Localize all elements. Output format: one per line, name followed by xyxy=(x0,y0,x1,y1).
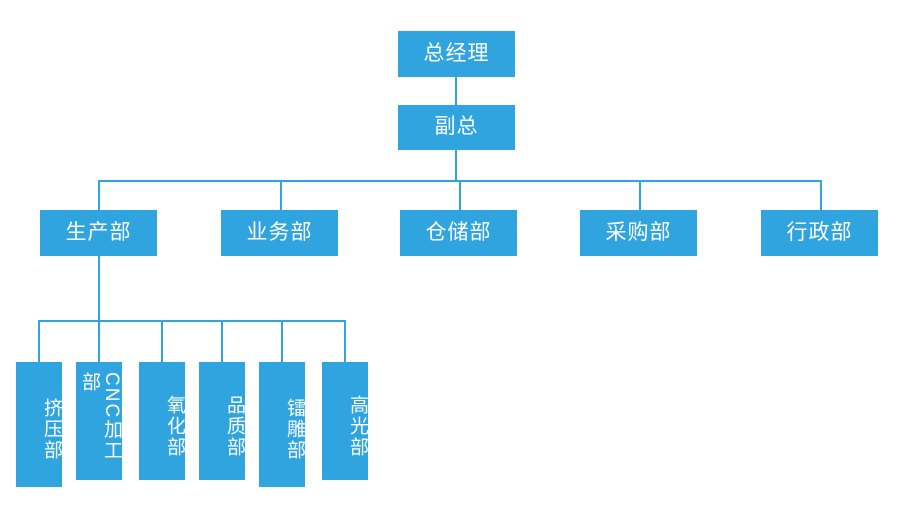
connector-root-to-deputy xyxy=(455,77,457,105)
connector-drop-business xyxy=(280,180,282,210)
connector-drop-extrusion xyxy=(38,320,40,362)
connector-drop-laser xyxy=(281,320,283,362)
node-warehouse-department-label: 仓储部 xyxy=(425,220,492,244)
connector-drop-administration xyxy=(820,180,822,210)
node-extrusion-department[interactable]: 挤压部 xyxy=(16,362,62,487)
node-general-manager[interactable]: 总经理 xyxy=(398,31,515,77)
node-polishing-department[interactable]: 高光部 xyxy=(322,362,368,480)
node-anodizing-department[interactable]: 氧化部 xyxy=(139,362,185,480)
node-purchasing-department[interactable]: 采购部 xyxy=(580,210,697,256)
node-business-department[interactable]: 业务部 xyxy=(221,210,338,256)
connector-production-dropline xyxy=(98,256,100,320)
node-polishing-department-label: 高光部 xyxy=(347,394,368,458)
node-warehouse-department[interactable]: 仓储部 xyxy=(400,210,517,256)
connector-drop-polishing xyxy=(344,320,346,362)
node-anodizing-department-label: 氧化部 xyxy=(164,394,185,458)
node-quality-department[interactable]: 品质部 xyxy=(199,362,245,480)
node-production-department[interactable]: 生产部 xyxy=(40,210,157,256)
connector-drop-cnc xyxy=(98,320,100,362)
node-purchasing-department-label: 采购部 xyxy=(605,220,672,244)
connector-drop-warehouse xyxy=(459,180,461,210)
node-administration-department-label: 行政部 xyxy=(786,220,853,244)
connector-drop-quality xyxy=(221,320,223,362)
node-business-department-label: 业务部 xyxy=(246,220,313,244)
node-vice-president-label: 副总 xyxy=(434,115,479,139)
node-laser-engraving-department[interactable]: 镭雕部 xyxy=(259,362,305,487)
connector-production-unit-bus xyxy=(38,320,345,322)
node-cnc-machining-department-label: CNC加工部 xyxy=(79,372,122,462)
node-administration-department[interactable]: 行政部 xyxy=(761,210,878,256)
connector-drop-purchasing xyxy=(639,180,641,210)
node-production-department-label: 生产部 xyxy=(65,220,132,244)
node-general-manager-label: 总经理 xyxy=(423,41,490,65)
node-quality-department-label: 品质部 xyxy=(224,394,245,458)
connector-drop-anodizing xyxy=(161,320,163,362)
node-laser-engraving-department-label: 镭雕部 xyxy=(284,398,305,461)
connector-drop-production xyxy=(98,180,100,210)
node-vice-president[interactable]: 副总 xyxy=(398,105,515,150)
node-cnc-machining-department[interactable]: CNC加工部 xyxy=(76,362,122,480)
connector-deputy-dropline xyxy=(455,150,457,180)
node-extrusion-department-label: 挤压部 xyxy=(41,398,62,461)
